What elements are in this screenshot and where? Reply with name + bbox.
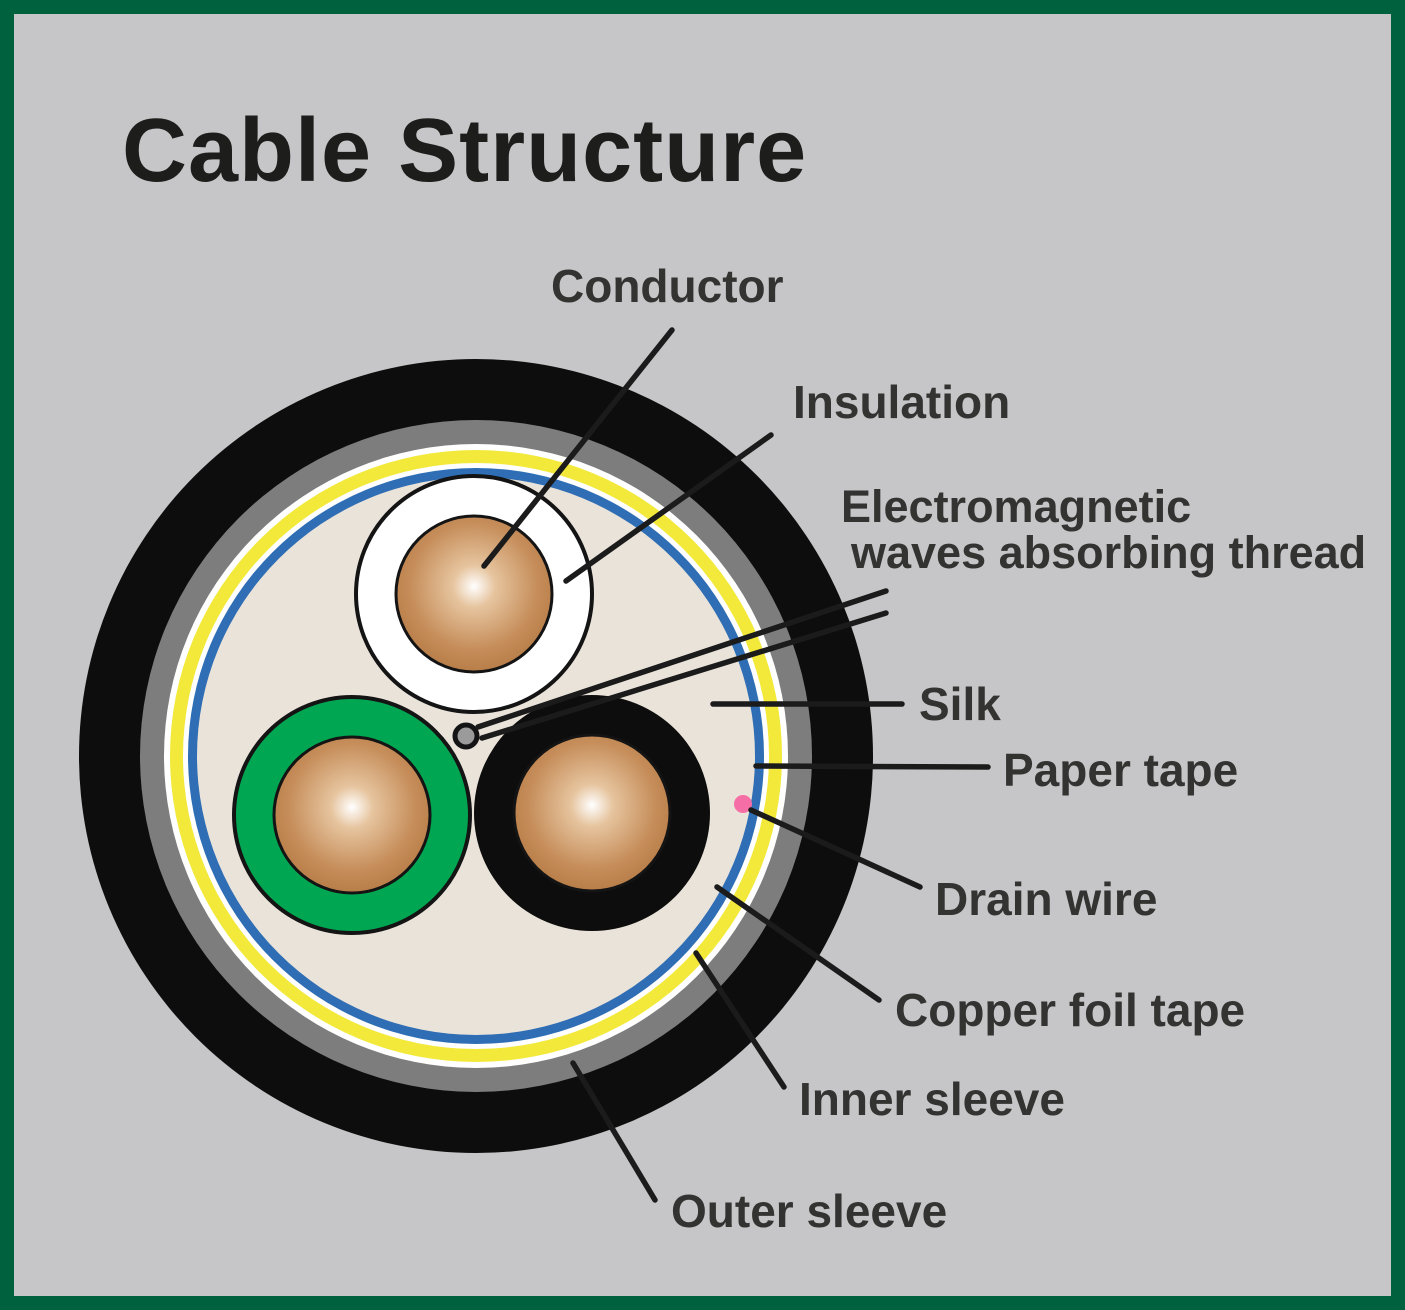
drain-wire-label: Drain wire — [935, 873, 1157, 925]
diagram-labels: Conductor Insulation Electromagnetic wav… — [551, 260, 1366, 1237]
conductor-leader-line — [481, 327, 675, 569]
em-thread-leader-line-1 — [475, 588, 889, 730]
conductor-label: Conductor — [551, 260, 784, 312]
copper-foil-leader-line — [714, 884, 882, 1003]
copper-foil-tape-label: Copper foil tape — [895, 984, 1245, 1036]
inner-sleeve-leader-line — [693, 950, 787, 1090]
silk-label: Silk — [919, 678, 1001, 730]
paper-tape-leader-line — [753, 763, 991, 770]
conductor-top — [394, 514, 554, 674]
leader-lines — [475, 327, 991, 1203]
conductor-left — [272, 735, 432, 895]
drain-wire-leader-line — [748, 807, 923, 890]
inner-sleeve-label: Inner sleeve — [799, 1073, 1065, 1125]
outer-sleeve-label: Outer sleeve — [671, 1185, 947, 1237]
drain-wire-dot — [734, 795, 752, 813]
em-thread-label-line2: waves absorbing thread — [850, 527, 1366, 578]
conductor-right — [512, 733, 672, 893]
em-thread-dot — [452, 722, 480, 750]
insulation-leader-line — [563, 432, 774, 584]
cable-structure-diagram: Conductor Insulation Electromagnetic wav… — [79, 260, 1366, 1237]
em-thread-leader-line-2 — [479, 610, 889, 741]
outer-sleeve-leader-line — [570, 1060, 658, 1203]
page-title: Cable Structure — [122, 101, 808, 201]
paper-tape-label: Paper tape — [1003, 744, 1238, 796]
insulation-label: Insulation — [793, 376, 1010, 428]
em-thread-label-line1: Electromagnetic — [841, 481, 1191, 532]
cable-cross-section — [79, 359, 873, 1153]
